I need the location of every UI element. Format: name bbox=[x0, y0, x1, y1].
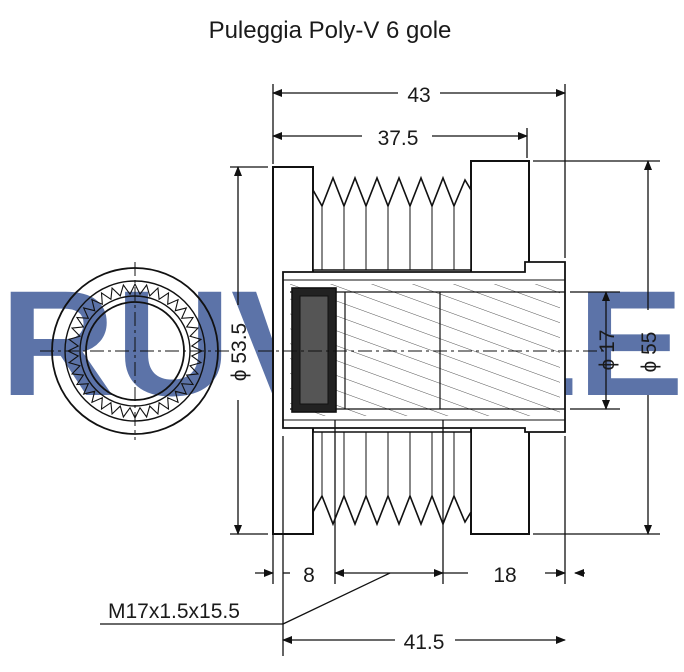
dim-left-offset: 8 bbox=[303, 564, 315, 587]
side-section-view bbox=[258, 160, 608, 535]
dim-pulley-width: 37.5 bbox=[378, 127, 419, 150]
dim-right-offset: 18 bbox=[493, 564, 516, 587]
dim-hub-length: 41.5 bbox=[404, 631, 445, 654]
end-view bbox=[40, 262, 230, 440]
dim-outer-diameter-right: ϕ 55 bbox=[638, 332, 661, 373]
poly-v-grooves-top bbox=[312, 175, 472, 271]
thread-spec-label: M17x1.5x15.5 bbox=[108, 600, 240, 623]
dimension-lines bbox=[100, 84, 660, 656]
poly-v-grooves-bottom bbox=[312, 431, 472, 527]
drawing-title: Puleggia Poly-V 6 gole bbox=[209, 17, 452, 44]
dim-bore-diameter: ϕ 17 bbox=[596, 330, 619, 371]
dim-overall-length: 43 bbox=[407, 84, 430, 107]
dim-outer-diameter-left: ϕ 53.5 bbox=[228, 323, 251, 381]
